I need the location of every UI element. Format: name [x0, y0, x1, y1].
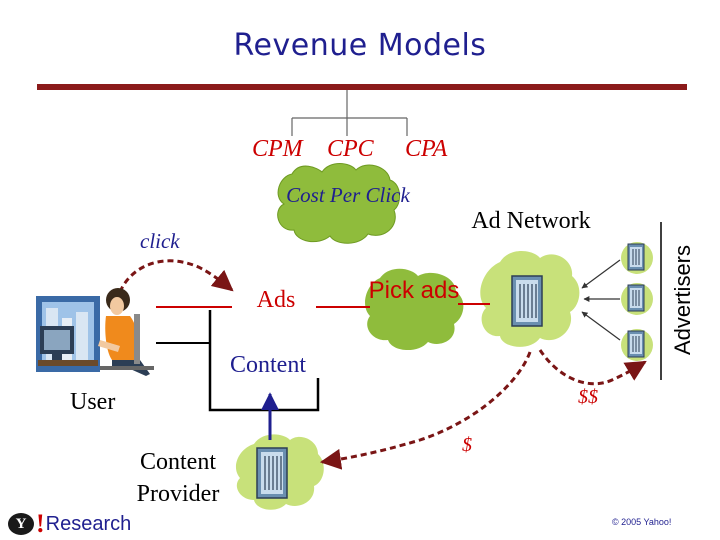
content-provider-server-icon [256, 447, 288, 499]
model-cpc-label: CPC [327, 136, 374, 162]
advertisers-label-box: Advertisers [663, 218, 703, 382]
advertiser-arrow-3 [581, 311, 621, 341]
model-cpa-label: CPA [405, 136, 448, 162]
advertiser-3 [621, 329, 653, 361]
cost-per-click-label: Cost Per Click [286, 183, 410, 207]
money-dashed-arrow-network [538, 349, 647, 386]
click-label: click [140, 229, 180, 253]
copyright-notice: © 2005 Yahoo! [612, 517, 672, 527]
ad-network-server-icon [511, 275, 543, 327]
advertiser-arrow-1 [581, 259, 621, 289]
header-bar [37, 84, 687, 90]
advertiser-2 [621, 283, 653, 315]
yahoo-logo-icon: Y [8, 513, 34, 535]
pick-ads-cloud [365, 268, 464, 351]
logo-bang: ! [36, 509, 45, 538]
ads-label: Ads [256, 287, 296, 313]
page-title: Revenue Models [233, 28, 487, 63]
advertisers-label: Advertisers [670, 244, 695, 356]
advertiser-1 [621, 242, 653, 274]
pick-ads-label: Pick ads [368, 277, 460, 304]
ad-network-label: Ad Network [471, 208, 591, 234]
cost-per-click-cloud [277, 163, 400, 244]
user-illustration [36, 288, 154, 376]
user-label: User [70, 389, 116, 415]
content-label: Content [230, 352, 306, 378]
logo-text: Research [45, 512, 132, 535]
money-dashed-arrow-provider [319, 351, 532, 470]
content-provider-label: Content Provider [136, 449, 220, 507]
click-dashed-arrow [118, 259, 234, 293]
yahoo-research-logo: Y ! Research [8, 511, 131, 537]
money-small-label: $ [462, 434, 472, 456]
money-large-label: $$ [578, 386, 598, 408]
model-cpm-label: CPM [252, 136, 303, 162]
